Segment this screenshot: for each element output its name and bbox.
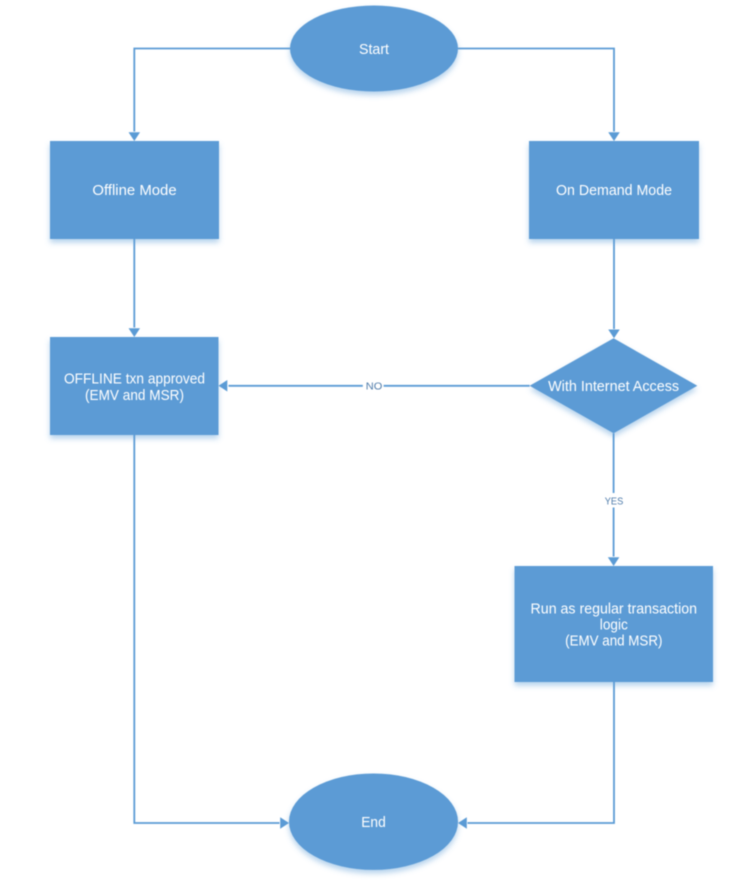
svg-text:OFFLINE txn approved: OFFLINE txn approved <box>64 370 205 387</box>
svg-text:With Internet Access: With Internet Access <box>548 378 679 395</box>
svg-text:Run as regular transaction: Run as regular transaction <box>531 600 698 617</box>
svg-text:NO: NO <box>366 381 383 392</box>
svg-text:Offline Mode: Offline Mode <box>92 182 176 199</box>
svg-text:End: End <box>361 814 386 831</box>
svg-text:Start: Start <box>359 41 390 58</box>
svg-text:(EMV and MSR): (EMV and MSR) <box>85 387 184 404</box>
svg-text:On Demand Mode: On Demand Mode <box>556 182 672 199</box>
svg-text:YES: YES <box>605 496 624 507</box>
svg-text:logic: logic <box>600 616 628 633</box>
svg-text:(EMV and MSR): (EMV and MSR) <box>565 632 662 649</box>
